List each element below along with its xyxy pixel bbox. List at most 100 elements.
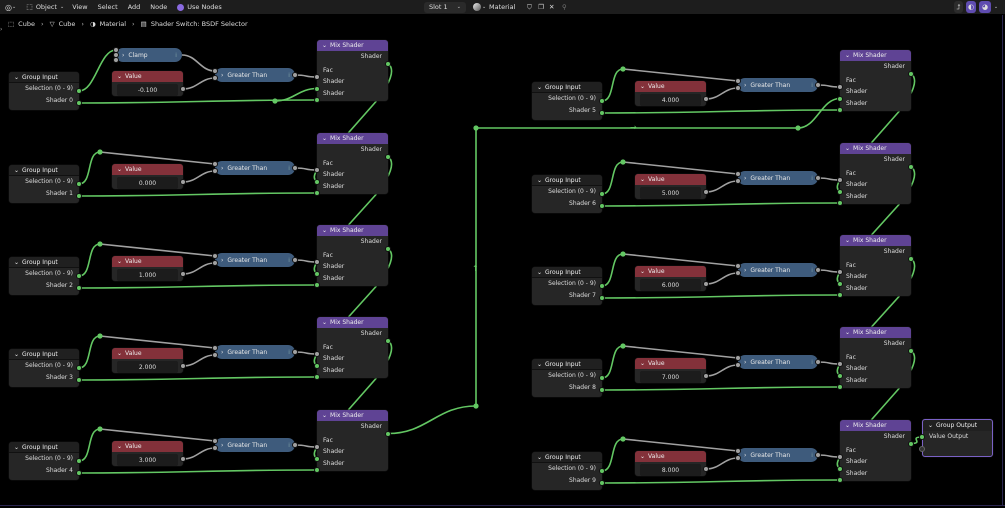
greater-than-node[interactable]: ›Greater Than⁞ (215, 161, 295, 175)
compare-output-socket[interactable] (815, 452, 821, 458)
selection-reroute-link[interactable] (622, 253, 739, 267)
overlay-toggle[interactable]: ◐ (966, 1, 976, 13)
value-output-socket[interactable] (919, 434, 925, 440)
selection-link[interactable] (601, 345, 624, 379)
shader-a-socket[interactable] (314, 455, 320, 462)
clamp-max-socket[interactable] (113, 57, 119, 63)
sidebar-toggle[interactable]: › (0, 26, 2, 33)
value-output-socket[interactable] (703, 373, 709, 379)
selection-output-socket[interactable] (76, 88, 82, 94)
compare-input-b[interactable] (735, 362, 741, 368)
threshold-link[interactable] (705, 87, 739, 100)
reroute-point[interactable] (620, 159, 626, 165)
threshold-link[interactable] (182, 77, 216, 90)
greater-than-node[interactable]: ›Greater Than⁞ (738, 78, 818, 92)
chain-link[interactable] (387, 405, 477, 435)
compare-output-socket[interactable] (815, 359, 821, 365)
use-nodes-toggle[interactable]: Use Nodes (172, 0, 227, 14)
clamp-to-compare-link[interactable] (181, 54, 216, 72)
shader-output-socket[interactable] (76, 470, 82, 476)
value-output-socket[interactable] (180, 456, 186, 462)
shader-a-socket[interactable] (314, 270, 320, 277)
compare-input-b[interactable] (212, 168, 218, 174)
selection-link[interactable] (78, 428, 101, 462)
selection-reroute-link[interactable] (622, 345, 739, 359)
shader-output-socket[interactable] (599, 295, 605, 301)
shader-b-socket[interactable] (837, 384, 843, 390)
greater-than-node[interactable]: ›Greater Than⁞ (738, 355, 818, 369)
compare-input-b[interactable] (212, 445, 218, 451)
shader-input-link[interactable] (601, 479, 841, 484)
compare-output-socket[interactable] (815, 82, 821, 88)
compare-input-a[interactable] (735, 263, 741, 269)
shader-output-socket[interactable] (76, 100, 82, 106)
mix-output-socket[interactable] (908, 347, 914, 354)
fac-socket[interactable] (314, 74, 320, 80)
mix-output-socket[interactable] (385, 245, 391, 252)
menu-view[interactable]: View (72, 3, 88, 11)
compare-output-socket[interactable] (815, 175, 821, 181)
selection-output-socket[interactable] (76, 365, 82, 371)
compare-output-socket[interactable] (815, 267, 821, 273)
shader-a-socket[interactable] (314, 362, 320, 369)
value-field[interactable]: 2.000 (117, 361, 178, 373)
reroute-point[interactable] (97, 241, 103, 247)
fake-user-button[interactable]: ⛉ (525, 0, 534, 14)
shader-a-socket[interactable] (837, 280, 843, 287)
value-field[interactable]: 8.000 (640, 464, 701, 476)
breadcrumb-mesh[interactable]: ▽Cube (50, 20, 76, 28)
selection-output-socket[interactable] (599, 98, 605, 104)
editor-type-button[interactable]: ◎⌄ (0, 0, 21, 14)
selection-reroute-link[interactable] (622, 68, 739, 82)
selection-link[interactable] (601, 68, 624, 102)
shader-input-link[interactable] (601, 386, 841, 391)
compare-input-a[interactable] (212, 253, 218, 259)
material-browse-button[interactable]: ⌄ (468, 0, 491, 14)
value-node[interactable]: ⌄Value-0.100 (112, 71, 183, 96)
compare-output-socket[interactable] (292, 442, 298, 448)
reroute-point[interactable] (620, 251, 626, 257)
selection-link[interactable] (601, 161, 624, 195)
shader-b-socket[interactable] (314, 374, 320, 380)
greater-than-node[interactable]: ›Greater Than⁞ (215, 68, 295, 82)
compare-input-b[interactable] (212, 260, 218, 266)
value-output-socket[interactable] (180, 86, 186, 92)
mode-select[interactable]: ⬚ Object ⌄ (21, 0, 67, 14)
selection-output-socket[interactable] (599, 375, 605, 381)
greater-than-node[interactable]: ›Greater Than⁞ (215, 253, 295, 267)
shader-input-link[interactable] (601, 202, 841, 207)
duplicate-material-button[interactable]: ❐ (536, 0, 546, 14)
shader-a-socket[interactable] (837, 188, 843, 195)
selection-link[interactable] (78, 49, 117, 92)
shader-output-socket[interactable] (76, 377, 82, 383)
mix-output-socket[interactable] (385, 153, 391, 160)
snapping-dropdown[interactable]: ⌄ (992, 1, 1000, 13)
threshold-link[interactable] (182, 170, 216, 183)
mix-output-socket[interactable] (385, 337, 391, 344)
selection-reroute-link[interactable] (99, 151, 216, 165)
unlink-material-button[interactable]: ✕ (547, 0, 556, 14)
greater-than-node[interactable]: ›Greater Than⁞ (215, 438, 295, 452)
threshold-link[interactable] (182, 262, 216, 275)
fac-socket[interactable] (314, 259, 320, 265)
shader-input-link[interactable] (78, 376, 318, 381)
selection-output-socket[interactable] (76, 273, 82, 279)
reroute-point[interactable] (795, 125, 801, 131)
value-output-socket[interactable] (180, 271, 186, 277)
shader-input-link[interactable] (78, 284, 318, 289)
selection-output-socket[interactable] (76, 458, 82, 464)
shader-a-socket[interactable] (314, 85, 320, 92)
selection-output-socket[interactable] (599, 283, 605, 289)
